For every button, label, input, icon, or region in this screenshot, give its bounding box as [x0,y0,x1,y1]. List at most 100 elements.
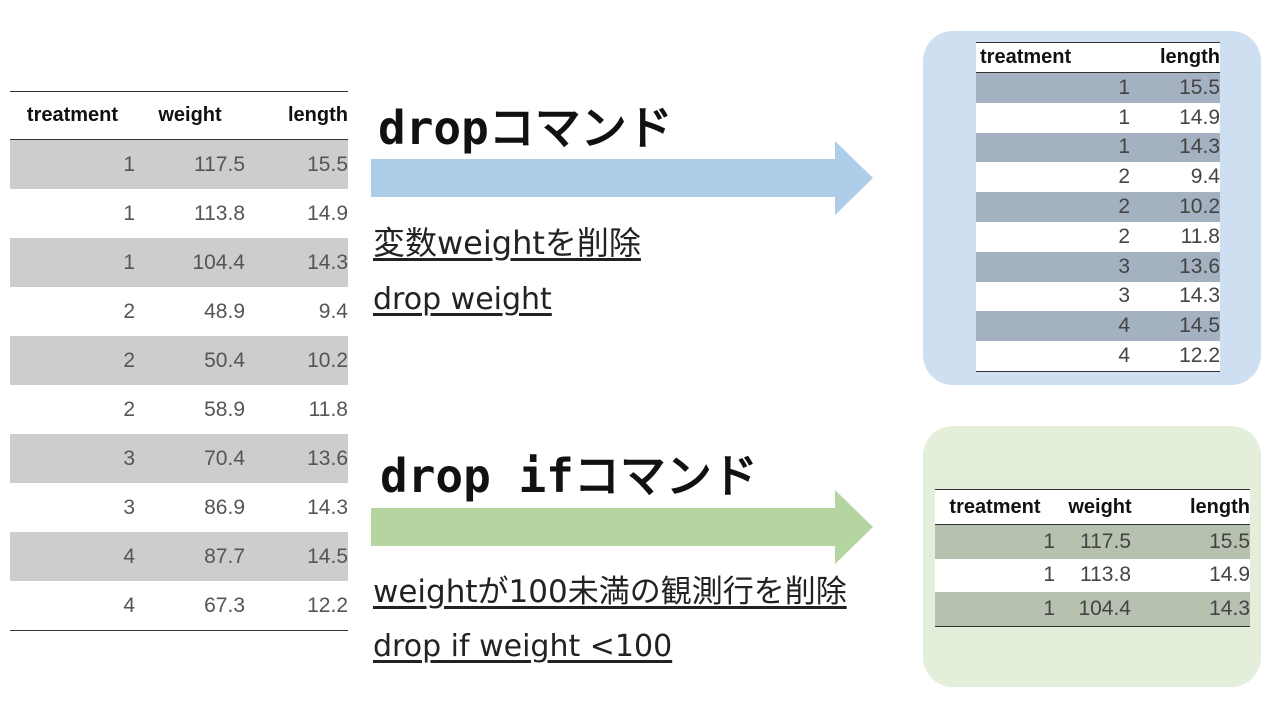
table-cell: 86.9 [204,495,245,519]
column-header: length [1130,42,1220,73]
table-row: 1 14.9 [976,103,1220,133]
table-cell: 3 [123,495,135,519]
table-header-row: treatment weight length [935,489,1250,525]
table-cell: 1 [935,524,1055,559]
table-row: 1 113.8 14.9 [935,559,1250,593]
table-cell: 50.4 [135,336,245,385]
table-cell: 117.5 [135,139,245,189]
table-cell: 2 [1118,224,1130,248]
table-cell: 10.2 [245,336,348,385]
table-header-row: treatment weight length [10,91,348,140]
column-header: weight [1055,489,1145,525]
table-cell: 117.5 [1055,524,1145,559]
table-row: 1 14.3 [976,132,1220,163]
table-cell: 14.9 [1179,105,1220,129]
table-cell: 1 [1043,563,1055,587]
drop-command-title: dropコマンド [378,101,673,155]
table-cell: 14.3 [1130,132,1220,163]
table-cell: 10.2 [1130,192,1220,222]
table-cell: 9.4 [1190,165,1220,189]
table-cell: 14.3 [245,238,348,287]
table-row: 4 14.5 [976,311,1220,342]
table-cell: 1 [10,238,135,287]
table-row: 3 13.6 [976,251,1220,282]
right-arrow-icon [371,490,873,564]
table-cell: 113.8 [1080,563,1131,587]
table-cell: 1 [935,592,1055,626]
table-row: 3 14.3 [976,282,1220,312]
table-cell: 113.8 [194,201,245,225]
table-header-row: treatment length [976,42,1220,73]
table-cell: 14.5 [245,532,348,581]
table-cell: 3 [1118,284,1130,308]
arrow-shape [371,141,873,215]
table-cell: 15.5 [1145,524,1250,559]
column-header: length [1145,489,1250,525]
column-header: treatment [976,42,1130,73]
table-cell: 2 [123,299,135,323]
table-row: 2 50.4 10.2 [10,336,348,385]
table-cell: 104.4 [1055,592,1145,626]
table-cell: 4 [1118,344,1130,368]
column-header: treatment [10,91,135,140]
drop-if-code: drop if weight <100 [373,629,673,664]
table-cell: 9.4 [318,299,348,323]
table-cell: 15.5 [245,139,348,189]
table-cell: 48.9 [204,299,245,323]
table-cell: 2 [976,192,1130,222]
table-cell: 12.2 [307,593,348,617]
table-cell: 4 [123,593,135,617]
arrow-shape [371,490,873,564]
right-arrow-icon [371,141,873,215]
table-cell: 3 [10,434,135,483]
table-row: 1 104.4 14.3 [10,238,348,287]
table-cell: 14.3 [1179,284,1220,308]
table-cell: 12.2 [1179,344,1220,368]
drop-if-result-table: treatment weight length 1 117.5 15.5 1 1… [935,489,1250,627]
table-row: 1 104.4 14.3 [935,592,1250,626]
table-cell: 104.4 [135,238,245,287]
table-row: 3 86.9 14.3 [10,483,348,532]
table-cell: 4 [976,311,1130,342]
table-row: 4 67.3 12.2 [10,581,348,631]
table-cell: 58.9 [204,397,245,421]
drop-description: 変数weightを削除 [373,224,641,262]
drop-if-description: weightが100未満の観測行を削除 [373,574,847,610]
column-header: weight [135,91,245,140]
table-row: 2 11.8 [976,222,1220,252]
table-cell: 14.9 [307,201,348,225]
table-row: 2 9.4 [976,162,1220,192]
column-header: length [245,91,348,140]
table-cell: 15.5 [1130,72,1220,103]
drop-if-command-title: drop ifコマンド [380,449,758,503]
table-cell: 1 [123,201,135,225]
table-cell: 67.3 [204,593,245,617]
table-cell: 11.8 [308,397,348,421]
table-cell: 13.6 [245,434,348,483]
table-cell: 2 [1118,165,1130,189]
table-row: 2 10.2 [976,192,1220,222]
table-cell: 3 [976,251,1130,282]
table-cell: 2 [123,397,135,421]
table-cell: 87.7 [135,532,245,581]
table-row: 1 117.5 15.5 [10,139,348,189]
table-cell: 14.3 [1145,592,1250,626]
table-row: 2 48.9 9.4 [10,287,348,336]
drop-result-table: treatment length 1 15.5 1 14.9 1 14.3 2 … [976,42,1220,372]
table-cell: 1 [1118,105,1130,129]
table-cell: 11.8 [1180,224,1220,248]
table-cell: 14.5 [1130,311,1220,342]
source-data-table: treatment weight length 1 117.5 15.5 1 1… [10,91,348,631]
drop-code: drop weight [373,282,552,317]
table-row: 1 15.5 [976,72,1220,103]
table-cell: 13.6 [1130,251,1220,282]
table-cell: 14.9 [1209,563,1250,587]
table-row: 1 117.5 15.5 [935,524,1250,559]
table-cell: 1 [976,132,1130,163]
table-cell: 2 [10,336,135,385]
table-row: 3 70.4 13.6 [10,434,348,483]
column-header: treatment [935,489,1055,525]
table-row: 2 58.9 11.8 [10,385,348,434]
table-cell: 4 [10,532,135,581]
table-cell: 70.4 [135,434,245,483]
